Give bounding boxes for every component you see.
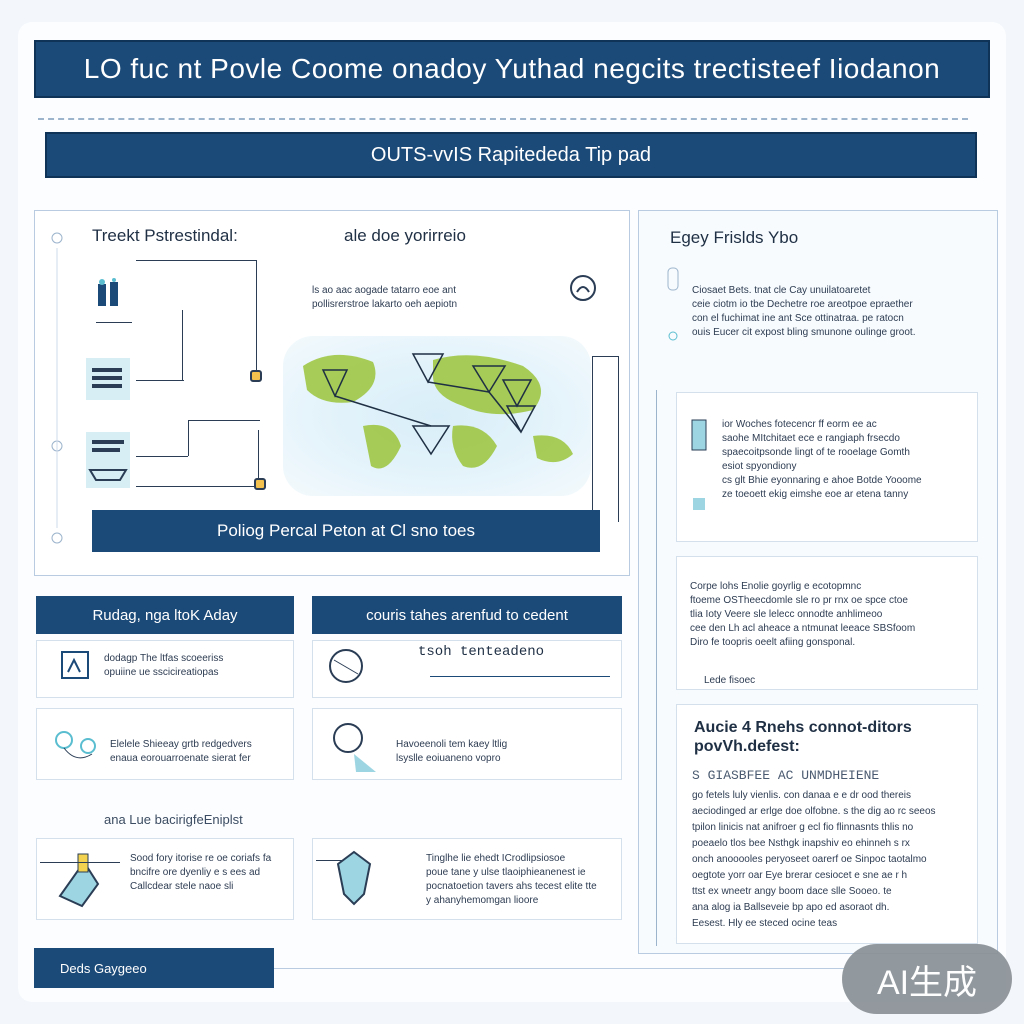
info-box-2-footer: Lede fisoec [704, 675, 756, 686]
page-title: LO fuc nt Povle Coome onadoy Yuthad negc… [34, 40, 990, 98]
list-item-text: dodagp The ltfas scoeeriss opuiine ue ss… [104, 653, 224, 678]
section-center-header: couris tahes arenfud to cedent [312, 596, 622, 634]
world-map [283, 336, 591, 496]
right-rail [656, 390, 657, 946]
bracket-line [592, 356, 618, 357]
list-item-text: Tinglhe lie ehedt ICrodlipsiosoe poue ta… [426, 853, 597, 906]
divider [96, 322, 132, 323]
people-icon [96, 278, 126, 312]
calendar-icon [60, 648, 90, 682]
list-item[interactable] [36, 708, 294, 780]
subtitle-bar: OUTS-vvIS Rapitededa Tip pad [45, 132, 977, 178]
connector-line [136, 486, 258, 487]
connector-line [316, 860, 356, 861]
info-box-1-text: ior Woches fotecencr ff eorm ee ac saohe… [722, 419, 922, 500]
node-marker [254, 478, 266, 490]
ai-generated-watermark: AI生成 [842, 944, 1012, 1014]
connector-line [136, 380, 184, 381]
right-panel-heading: Egey Frislds Ybo [670, 228, 799, 247]
info-box-2 [676, 556, 978, 690]
footer-tab[interactable]: Deds Gaygeeo [34, 948, 274, 988]
bracket-line [592, 356, 593, 522]
list-item-text: tsoh tenteadeno [418, 644, 545, 660]
globe-icon [326, 646, 366, 686]
connector-line [136, 456, 188, 457]
connector-line [182, 310, 183, 380]
hand-tool-icon [54, 848, 106, 910]
map-caption: ls ao aac aogade tatarro eoe ant pollisr… [312, 285, 458, 310]
info-box-2-text: Corpe lohs Enolie goyrlig e ecotopmnc ft… [690, 581, 916, 648]
headset-icon [324, 714, 384, 774]
info-box-3-heading: S GIASBFEE AC UNMDHEIENE [692, 768, 880, 783]
underline [430, 676, 610, 677]
connector-line [256, 260, 257, 370]
policy-button[interactable]: Poliog Percal Peton at Cl sno toes [92, 510, 600, 552]
worker-icon [568, 274, 598, 308]
connector-line [40, 862, 120, 863]
list-item[interactable] [36, 640, 294, 698]
bracket-line [618, 356, 619, 522]
info-box-3-title: Aucie 4 Rnehs connot-ditors povVh.defest… [694, 719, 912, 755]
info-box-3-body: go fetels luly vienlis. con danaa e e dr… [692, 790, 936, 929]
section-left-subheading: ana Lue bacirigfeEniplst [104, 812, 243, 827]
panel-heading-center: ale doe yorirreio [344, 226, 466, 245]
network-icon [52, 720, 102, 768]
connector-line [258, 430, 259, 486]
list-item-text: Sood fory itorise re oe coriafs fa bncif… [130, 853, 272, 892]
list-item-text: Elelele Shieeay grtb redgedvers enaua eo… [110, 739, 252, 764]
panel-heading-left: Treekt Pstrestindal: [92, 226, 238, 245]
right-intro-text: Ciosaet Bets. tnat cle Cay unuilatoarete… [692, 285, 916, 338]
node-marker [250, 370, 262, 382]
right-icons [666, 266, 680, 346]
connector-line [136, 260, 256, 261]
beaker-icon [690, 418, 708, 514]
info-box-3 [676, 704, 978, 944]
document-stack-icon [84, 356, 132, 402]
side-rail-icons [50, 228, 64, 558]
shield-icon [334, 848, 374, 908]
list-item[interactable] [312, 640, 622, 698]
ship-icon [84, 430, 132, 490]
divider-dashed [38, 112, 968, 120]
connector-line [188, 420, 189, 456]
info-box-1 [676, 392, 978, 542]
connector-line [188, 420, 260, 421]
list-item-text: Havoeenoli tem kaey ltlig lsyslle eoiuan… [396, 739, 508, 764]
footer-line [274, 968, 844, 969]
section-left-header: Rudag, nga ltoK Aday [36, 596, 294, 634]
